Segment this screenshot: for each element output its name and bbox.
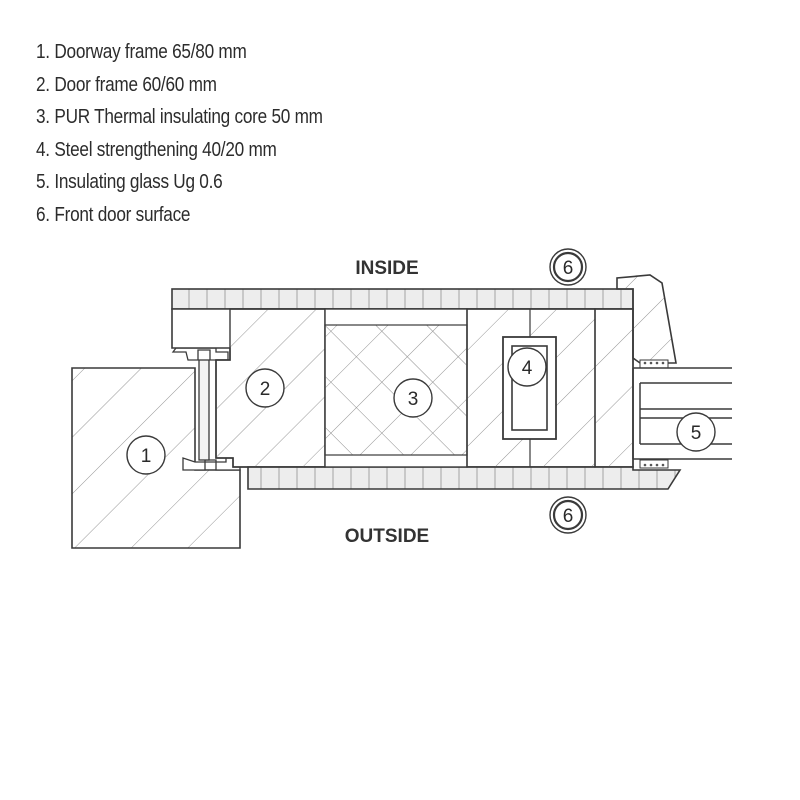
callout-number: 4 — [522, 358, 533, 379]
legend-item-steel-strengthening: 4. Steel strengthening 40/20 mm — [36, 138, 277, 161]
callout-door-frame: 2 — [245, 368, 285, 408]
callout-number: 2 — [260, 379, 271, 400]
callout-surface-inside: 6 — [549, 248, 587, 286]
outside-label: OUTSIDE — [345, 526, 429, 547]
legend-item-door-frame: 2. Door frame 60/60 mm — [36, 73, 217, 96]
callout-pur-core: 3 — [393, 378, 433, 418]
callout-number: 3 — [408, 389, 419, 410]
legend-list: 1. Doorway frame 65/80 mm 2. Door frame … — [36, 36, 369, 231]
legend-item-insulating-glass: 5. Insulating glass Ug 0.6 — [36, 171, 223, 193]
callout-steel-strengthening: 4 — [507, 347, 547, 387]
callout-doorway-frame: 1 — [126, 435, 166, 475]
pur-core — [324, 308, 468, 468]
callout-surface-outside: 6 — [549, 496, 587, 534]
callout-insulating-glass: 5 — [676, 412, 716, 452]
legend-item-doorway-frame: 1. Doorway frame 65/80 mm — [36, 41, 247, 63]
legend-item-pur-core: 3. PUR Thermal insulating core 50 mm — [36, 106, 323, 128]
glazing-bead — [616, 274, 677, 469]
callout-number: 1 — [141, 446, 152, 467]
callout-number: 6 — [563, 258, 574, 279]
callout-number: 5 — [691, 423, 702, 444]
rebate-gaskets — [171, 347, 241, 471]
inside-label: INSIDE — [355, 258, 418, 279]
callout-number: 6 — [563, 506, 574, 527]
legend-item-front-door-surface: 6. Front door surface — [36, 203, 191, 226]
